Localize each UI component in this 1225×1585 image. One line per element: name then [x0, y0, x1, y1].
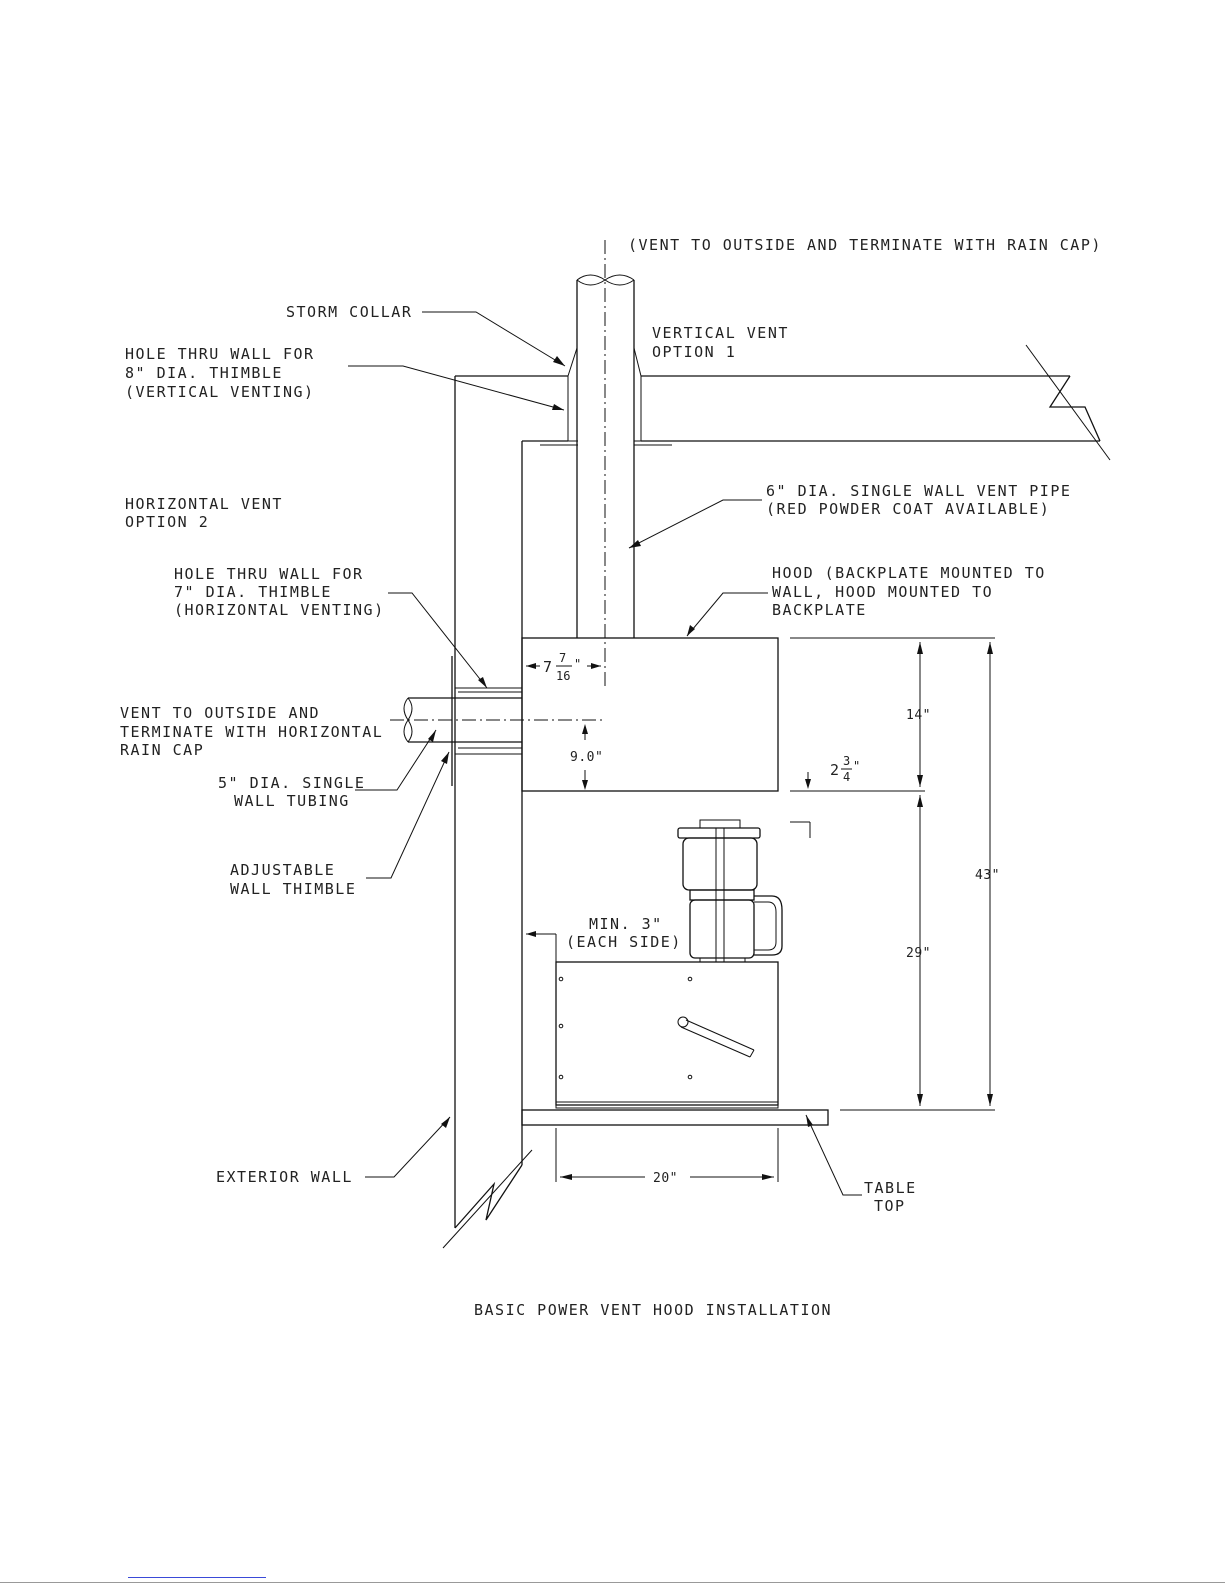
hole-8-label-3: (VERTICAL VENTING)	[125, 383, 315, 401]
vertical-vent-label-1: VERTICAL VENT	[652, 324, 789, 342]
vent-horizontal-label-3: RAIN CAP	[120, 741, 204, 759]
dim-9-label: 9.0"	[570, 750, 603, 765]
horizontal-vent-label-1: HORIZONTAL VENT	[125, 495, 283, 513]
dim-7-whole: 7	[543, 658, 554, 676]
hole-8-label-1: HOLE THRU WALL FOR	[125, 345, 315, 363]
tubing-label-1: 5" DIA. SINGLE	[218, 774, 365, 792]
hole-8-label-2: 8" DIA. THIMBLE	[125, 364, 283, 382]
vertical-vent-label-2: OPTION 1	[652, 343, 736, 361]
vent-pipe-label-1: 6" DIA. SINGLE WALL VENT PIPE	[766, 482, 1071, 500]
dim-2-denominator: 4	[843, 770, 850, 784]
tubing-label-2: WALL TUBING	[234, 792, 350, 810]
vertical-vent-pipe	[576, 240, 635, 690]
dim-2-whole: 2	[830, 761, 841, 779]
min-clearance-label-2: (EACH SIDE)	[566, 933, 682, 951]
thimble-label-2: WALL THIMBLE	[230, 880, 356, 898]
dim-2-unit: "	[853, 759, 860, 773]
vent-horizontal-label-1: VENT TO OUTSIDE AND	[120, 704, 320, 722]
horizontal-vent-label-2: OPTION 2	[125, 513, 209, 531]
hood-label-3: BACKPLATE	[772, 601, 867, 619]
footer-link-underline[interactable]	[128, 1577, 266, 1578]
dim-29-label: 29"	[906, 946, 931, 961]
dim-14-label: 14"	[906, 708, 931, 723]
ceiling-structure	[641, 344, 1111, 461]
vent-pipe-label-2: (RED POWDER COAT AVAILABLE)	[766, 500, 1050, 518]
dim-20-label: 20"	[653, 1171, 678, 1186]
exterior-wall	[442, 375, 568, 1249]
leader-lines	[348, 311, 862, 1196]
diagram-caption: BASIC POWER VENT HOOD INSTALLATION	[474, 1301, 832, 1319]
dim-7-numerator: 7	[559, 651, 566, 665]
horizontal-vent-pipe	[390, 656, 605, 786]
dimension-lines	[526, 637, 995, 1182]
thimble-label-1: ADJUSTABLE	[230, 861, 335, 879]
hole-7-label-2: 7" DIA. THIMBLE	[174, 583, 332, 601]
exterior-wall-label: EXTERIOR WALL	[216, 1168, 353, 1186]
appliance	[555, 819, 783, 1109]
vent-top-label: (VENT TO OUTSIDE AND TERMINATE WITH RAIN…	[628, 236, 1102, 254]
hole-7-label-3: (HORIZONTAL VENTING)	[174, 601, 385, 619]
hood-label-2: WALL, HOOD MOUNTED TO	[772, 583, 993, 601]
dim-43-label: 43"	[975, 868, 1000, 883]
page-bottom-rule	[0, 1582, 1225, 1583]
min-clearance-label-1: MIN. 3"	[589, 915, 663, 933]
table-top-label-1: TABLE	[864, 1179, 917, 1197]
dim-2-numerator: 3	[843, 754, 850, 768]
dim-7-denominator: 16	[556, 669, 570, 683]
table-top-label-2: TOP	[874, 1197, 906, 1215]
dim-7-unit: "	[574, 657, 581, 671]
vent-horizontal-label-2: TERMINATE WITH HORIZONTAL	[120, 723, 383, 741]
table-top	[521, 1109, 829, 1126]
hole-7-label-1: HOLE THRU WALL FOR	[174, 565, 364, 583]
hood-label-1: HOOD (BACKPLATE MOUNTED TO	[772, 564, 1046, 582]
storm-collar-label: STORM COLLAR	[286, 303, 412, 321]
